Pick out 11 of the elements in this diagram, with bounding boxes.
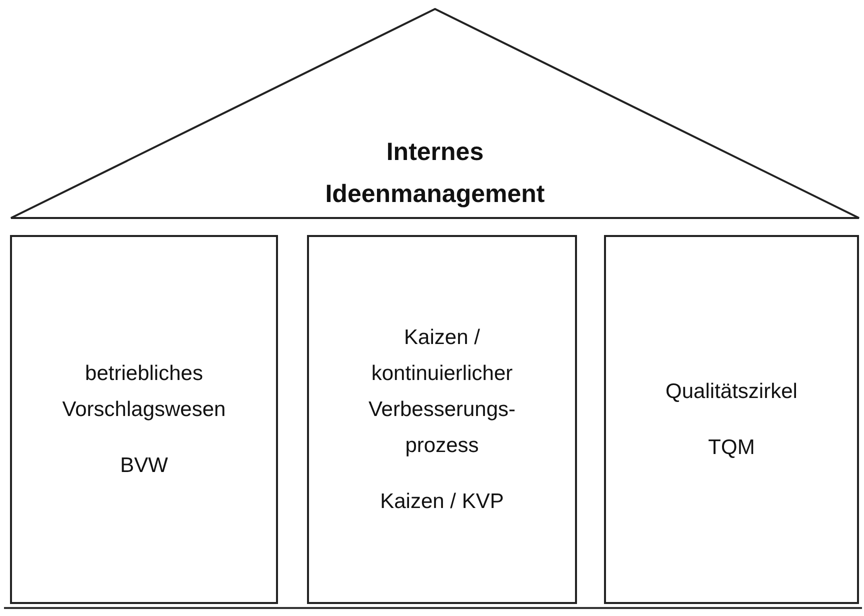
pillar-text: betriebliches Vorschlagswesen [61,360,227,422]
pillar-box [604,235,859,604]
pillar-box [307,235,577,604]
pillar-text: TQM [708,434,755,460]
roof-triangle [10,8,860,219]
pillar-text: Kaizen / kontinuierlicher Verbesserungs- prozess [367,324,517,458]
pillar-box [10,235,278,604]
pillar-text: Kaizen / KVP [380,488,504,514]
pillar-text: BVW [120,452,168,478]
roof-title: Internes Ideenmanagement [324,137,546,210]
pillar-text: Qualitätszirkel [666,378,798,404]
